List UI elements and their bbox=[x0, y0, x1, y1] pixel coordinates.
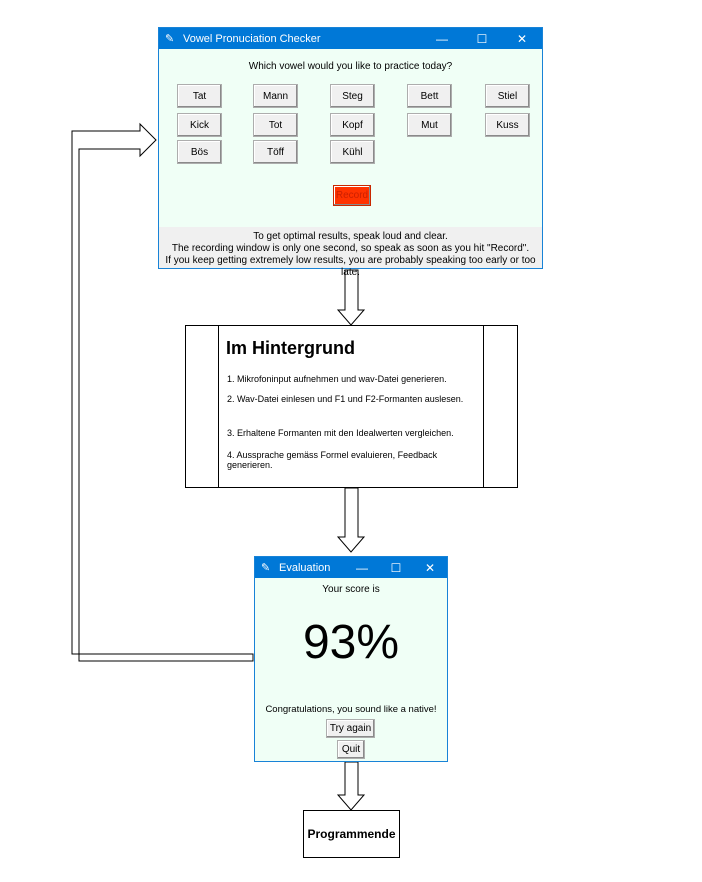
eval-window-title: Evaluation bbox=[279, 561, 331, 574]
vowel-button-toeff[interactable]: Töff bbox=[253, 140, 298, 164]
vowel-button-tat[interactable]: Tat bbox=[177, 84, 222, 108]
process-box-divider bbox=[483, 326, 484, 487]
arrow-main-to-process bbox=[336, 269, 366, 326]
score-value: 93% bbox=[302, 616, 400, 669]
quit-button[interactable]: Quit bbox=[337, 740, 365, 759]
process-step: 2. Wav-Datei einlesen und F1 und F2-Form… bbox=[227, 394, 464, 404]
vowel-button-boes[interactable]: Bös bbox=[177, 140, 222, 164]
close-icon[interactable]: ✕ bbox=[424, 560, 436, 575]
vowel-button-bett[interactable]: Bett bbox=[407, 84, 452, 108]
process-box: Im Hintergrund 1. Mikrofoninput aufnehme… bbox=[185, 325, 518, 488]
feather-icon: ✎ bbox=[261, 562, 271, 574]
vowel-button-steg[interactable]: Steg bbox=[330, 84, 375, 108]
vowel-checker-window: ✎ Vowel Pronuciation Checker — ☐ ✕ Which… bbox=[158, 27, 543, 278]
program-end-box: Programmende bbox=[303, 810, 400, 858]
vowel-button-mann[interactable]: Mann bbox=[253, 84, 298, 108]
vowel-button-kick[interactable]: Kick bbox=[177, 113, 222, 137]
hint-line: The recording window is only one second,… bbox=[171, 243, 530, 254]
process-step: 3. Erhaltene Formanten mit den Idealwert… bbox=[227, 428, 454, 438]
arrow-loop-back bbox=[71, 122, 254, 662]
maximize-icon[interactable]: ☐ bbox=[476, 31, 488, 46]
arrow-eval-to-end bbox=[336, 761, 366, 811]
feather-icon: ✎ bbox=[165, 33, 175, 45]
minimize-icon[interactable]: — bbox=[436, 31, 448, 46]
hint-line: If you keep getting extremely low result… bbox=[165, 255, 536, 278]
vowel-button-kopf[interactable]: Kopf bbox=[330, 113, 375, 137]
practice-question: Which vowel would you like to practice t… bbox=[248, 61, 453, 72]
hint-line: To get optimal results, speak loud and c… bbox=[253, 231, 448, 242]
feedback-text: Congratulations, you sound like a native… bbox=[265, 704, 437, 715]
main-window-title: Vowel Pronuciation Checker bbox=[183, 32, 321, 45]
score-label: Your score is bbox=[322, 584, 380, 595]
vowel-button-stiel[interactable]: Stiel bbox=[485, 84, 530, 108]
vowel-button-kuss[interactable]: Kuss bbox=[485, 113, 530, 137]
vowel-button-kuehl[interactable]: Kühl bbox=[330, 140, 375, 164]
record-button[interactable]: Record bbox=[333, 185, 371, 206]
eval-titlebar: ✎ Evaluation — ☐ ✕ bbox=[255, 557, 447, 578]
minimize-icon[interactable]: — bbox=[356, 560, 368, 575]
maximize-icon[interactable]: ☐ bbox=[390, 560, 402, 575]
process-title: Im Hintergrund bbox=[226, 338, 355, 358]
try-again-button[interactable]: Try again bbox=[326, 719, 375, 738]
main-titlebar: ✎ Vowel Pronuciation Checker — ☐ ✕ bbox=[159, 28, 542, 49]
hint-panel: To get optimal results, speak loud and c… bbox=[159, 227, 542, 278]
arrow-process-to-eval bbox=[336, 487, 366, 553]
vowel-button-mut[interactable]: Mut bbox=[407, 113, 452, 137]
evaluation-window: ✎ Evaluation — ☐ ✕ Your score is 93% Con… bbox=[254, 556, 448, 762]
process-box-divider bbox=[218, 326, 219, 487]
process-step: 1. Mikrofoninput aufnehmen und wav-Datei… bbox=[227, 374, 447, 384]
process-step: 4. Aussprache gemäss Formel evaluieren, … bbox=[227, 450, 438, 470]
vowel-button-tot[interactable]: Tot bbox=[253, 113, 298, 137]
close-icon[interactable]: ✕ bbox=[516, 31, 528, 46]
